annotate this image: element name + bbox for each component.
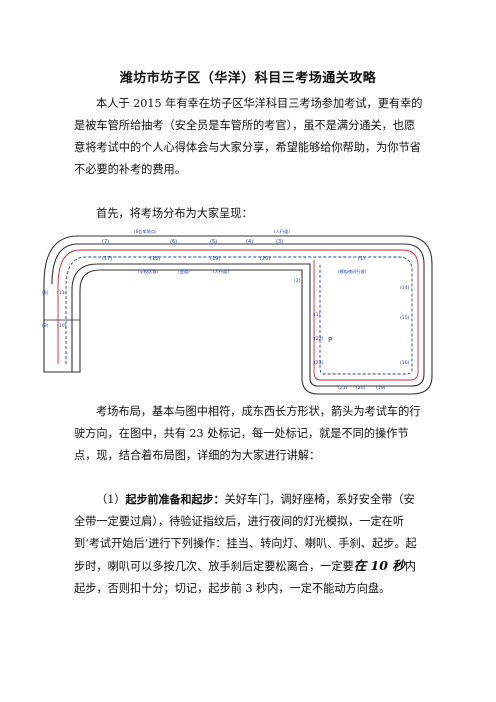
exam-course-diagram: (6会车地点) (人行道) (7) (6) (5) (4) (3) (17) (… — [42, 228, 433, 395]
left-marker: (8) — [42, 290, 49, 296]
upper-marker: (6) — [170, 239, 177, 245]
lower-marker: (1) — [358, 256, 365, 262]
lane-label: (学校区域) — [138, 268, 158, 275]
top-label: (6会车地点) — [134, 228, 157, 235]
right-marker: (16) — [400, 360, 410, 366]
intro-paragraph: 本人于 2015 年有幸在坊子区华洋科目三考场参加考试，更有幸的是被车管所给抽考… — [74, 97, 423, 176]
lane-label: (模拟夜间行驶) — [338, 268, 367, 275]
lane-line-red — [57, 249, 419, 381]
bottom-marker: (20) — [356, 385, 366, 391]
middle-marker: (1) — [314, 312, 321, 318]
middle-marker: (22) — [314, 336, 324, 342]
left-marker: (10) — [57, 323, 67, 329]
left-marker: (11) — [57, 290, 67, 296]
upper-marker: (4) — [246, 239, 253, 245]
step-1-number: （1） — [96, 493, 126, 506]
bottom-marker: (21) — [338, 385, 348, 391]
parking-start-box — [43, 319, 81, 373]
parking-label: P — [328, 336, 332, 344]
document-title: 潍坊市坊子区（华洋）科目三考场通关攻略 — [119, 71, 377, 86]
left-marker: (9) — [42, 323, 49, 329]
road-outline — [43, 235, 433, 395]
lane-label: (人行道) — [213, 268, 229, 275]
upper-marker: (5) — [210, 239, 217, 245]
lower-marker: (18) — [150, 256, 160, 262]
right-marker: (15) — [400, 315, 410, 321]
lower-marker: (20) — [260, 256, 270, 262]
upper-marker: (7) — [102, 239, 109, 245]
lane-line-blue — [65, 256, 413, 375]
step-1-paragraph: （1）起步前准备和起步：关好车门，调好座椅，系好安全带（安全带一定要过肩），待验… — [74, 489, 424, 600]
lower-marker: (19) — [210, 256, 220, 262]
top-label: (人行道) — [274, 228, 290, 235]
step-1-emphasis: 在 10 秒 — [353, 558, 405, 573]
step-1-heading: 起步前准备和起步： — [125, 493, 225, 506]
layout-description-paragraph: 考场布局，基本与图中相符，成东西长方形状，箭头为考试车的行驶方向，在图中，共有 … — [74, 405, 421, 462]
step-1-text-a: 关好车门，调好座椅，系好安全带（安全带一定要过肩），待验证指纹后，进行夜间的灯光… — [74, 493, 417, 573]
bottom-marker: (19) — [376, 385, 386, 391]
lane-label: (变道) — [178, 268, 190, 275]
layout-intro-paragraph: 首先，将考场分布为大家呈现： — [96, 207, 253, 220]
step-1-text-b: 内起步，否则扣十分；切记，起步前 3 秒内，一定不能动方向盘。 — [74, 560, 417, 595]
middle-marker: (23) — [314, 360, 324, 366]
right-marker: (14) — [400, 285, 410, 291]
lower-marker: (17) — [102, 256, 112, 262]
upper-marker: (3) — [276, 239, 283, 245]
middle-marker: (2) — [294, 278, 301, 284]
